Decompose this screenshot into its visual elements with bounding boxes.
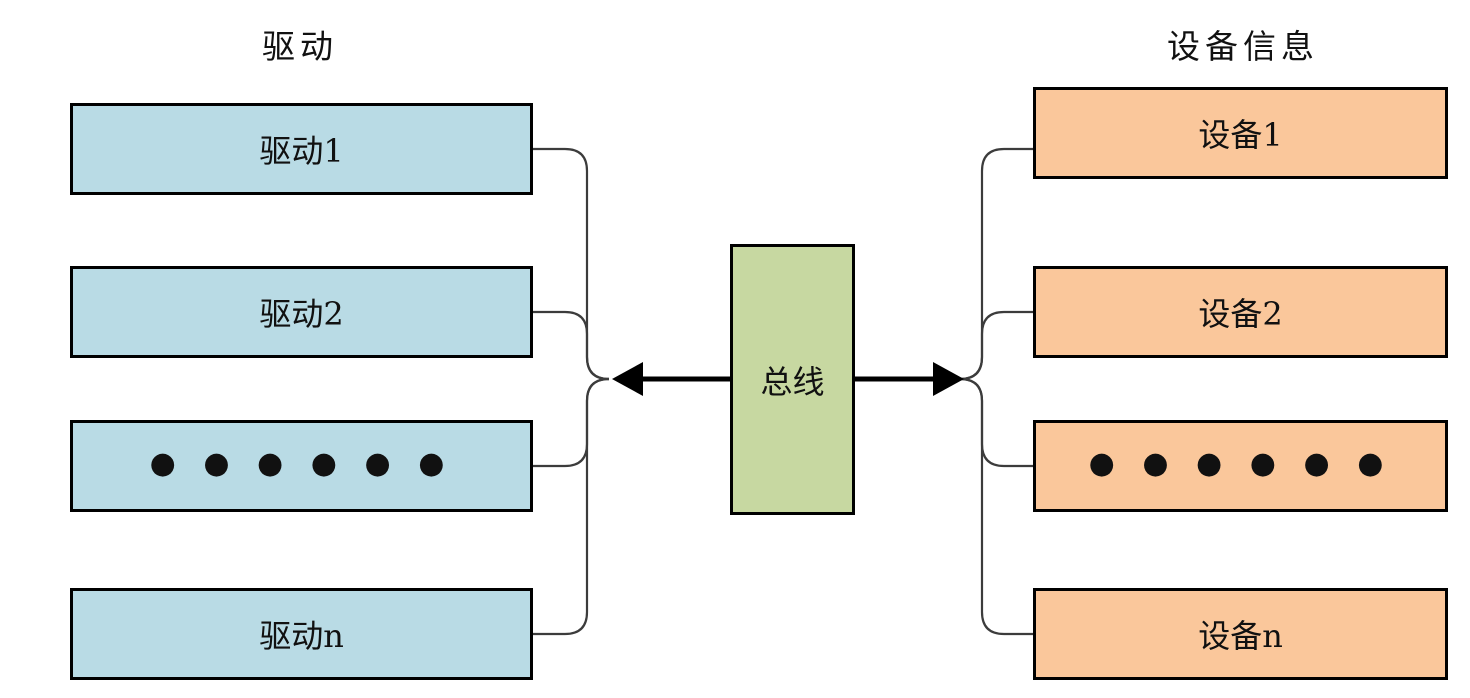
driver-column-title: 驱动 [262,27,338,66]
driver-1-connector [533,147,610,381]
bus-right-arrowhead [933,362,964,396]
driver-mid-connector [533,377,610,468]
driver-node-n[interactable]: 驱动n [70,588,533,680]
device-column-title: 设备信息 [1167,27,1319,66]
device-node-1-label: 设备1 [1198,116,1283,154]
driver-node-2[interactable]: 驱动2 [70,266,533,358]
driver-node-1-label: 驱动1 [259,132,344,170]
driver-ellipsis-label: ● ● ● ● ● ● [149,446,454,481]
device-node-2-label: 设备2 [1198,295,1283,333]
device-node-1[interactable]: 设备1 [1033,87,1448,179]
device-node-ellipsis[interactable]: ● ● ● ● ● ● [1033,420,1448,512]
driver-n-connector [533,377,610,636]
device-node-n-label: 设备n [1198,617,1283,655]
device-2-connector [959,310,1033,381]
driver-node-1[interactable]: 驱动1 [70,103,533,195]
device-node-n[interactable]: 设备n [1033,588,1448,680]
driver-node-2-label: 驱动2 [259,295,344,333]
device-node-2[interactable]: 设备2 [1033,266,1448,358]
driver-node-n-label: 驱动n [259,617,344,655]
device-mid-connector [959,377,1033,468]
device-1-connector [959,147,1033,381]
bus-node[interactable]: 总线 [730,244,855,515]
bus-left-arrowhead [612,362,643,396]
bus-node-label: 总线 [760,362,825,401]
device-ellipsis-label: ● ● ● ● ● ● [1088,446,1393,481]
driver-node-ellipsis[interactable]: ● ● ● ● ● ● [70,420,533,512]
device-n-connector [959,377,1033,636]
driver-2-connector [533,310,610,381]
